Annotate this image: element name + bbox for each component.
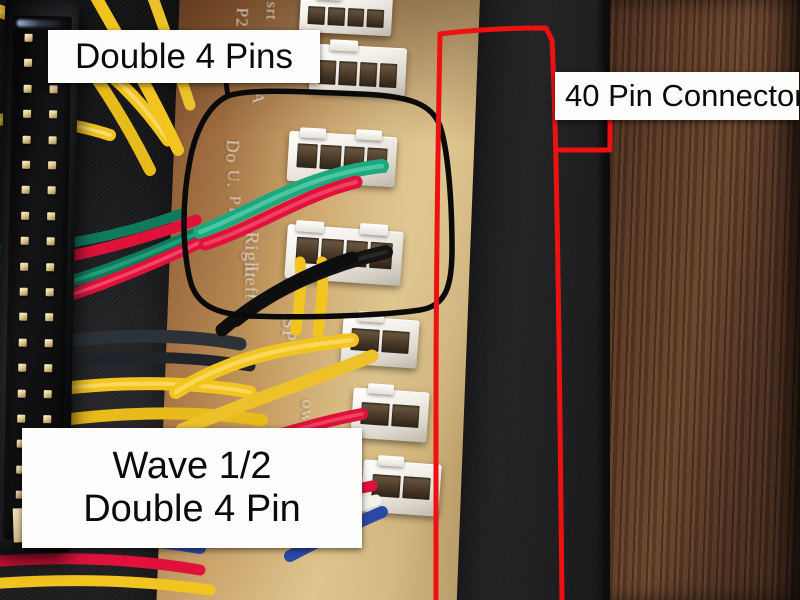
idc-pin — [23, 109, 32, 119]
label-40-pin-connector: 40 Pin Connector — [555, 72, 800, 120]
idc-pin — [17, 389, 26, 398]
idc-pin — [43, 389, 52, 398]
idc-pin — [48, 161, 57, 170]
idc-highlight — [16, 19, 61, 28]
label-double-4-pins: Double 4 Pins — [48, 30, 320, 83]
label-double-4-pins-line-1: Double 4 Pins — [75, 36, 293, 76]
idc-pin — [22, 135, 31, 144]
idc-pin — [21, 211, 30, 220]
idc-pin-field — [5, 0, 79, 525]
idc-pin — [19, 287, 28, 296]
idc-pin — [24, 33, 33, 42]
idc-pin — [47, 186, 56, 195]
idc-pin — [21, 186, 30, 195]
label-wave-line-1: Wave 1/2 — [112, 445, 272, 488]
idc-pin — [44, 338, 53, 348]
label-wave-line-2: Double 4 Pin — [83, 488, 301, 530]
idc-pin — [45, 288, 54, 297]
idc-pin — [46, 262, 55, 271]
label-wave-double-4-pin: Wave 1/2 Double 4 Pin — [22, 428, 362, 548]
idc-pin — [48, 135, 57, 144]
label-40-pin-connector-line-1: 40 Pin Connector — [565, 77, 800, 113]
idc-pin — [20, 236, 29, 246]
idc-pin — [46, 237, 55, 246]
idc-pin — [20, 262, 29, 271]
idc-pin — [17, 414, 26, 423]
idc-pin — [23, 84, 32, 93]
idc-pin — [49, 85, 58, 94]
idc-pin — [49, 110, 58, 119]
idc-pin — [43, 415, 52, 424]
idc-pin — [45, 313, 54, 322]
idc-pin — [19, 313, 28, 322]
idc-pin — [18, 338, 27, 347]
idc-pin — [22, 160, 31, 169]
idc-pin — [24, 59, 33, 68]
idc-pin — [18, 363, 27, 372]
idc-pin — [47, 211, 56, 221]
idc-pin — [44, 364, 53, 373]
